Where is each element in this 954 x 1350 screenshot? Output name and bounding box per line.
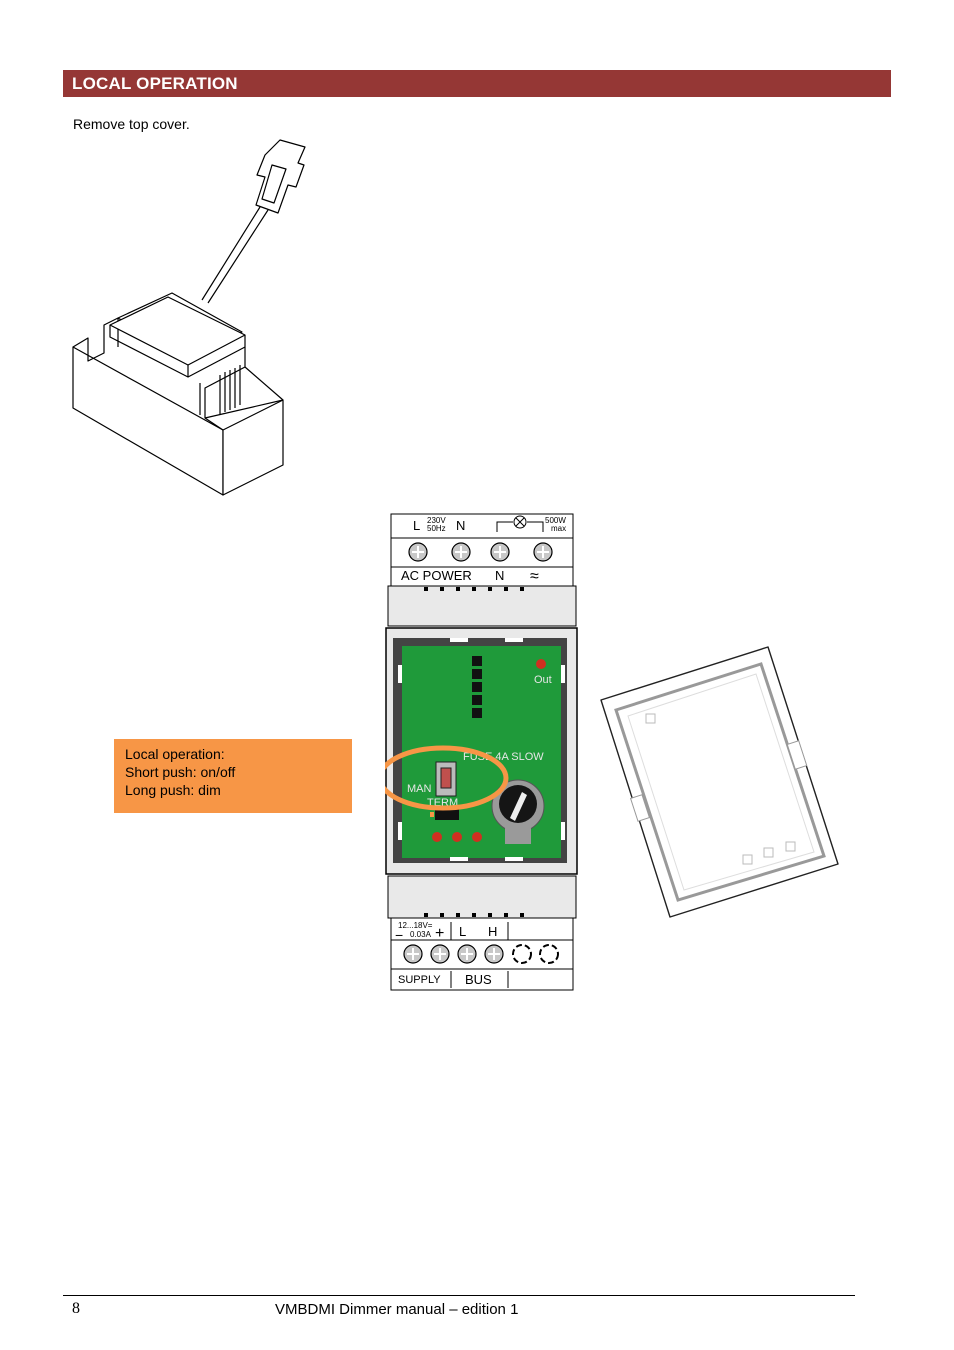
supply-plus: + bbox=[435, 925, 444, 942]
instruction-text: Remove top cover. bbox=[73, 116, 190, 132]
callout-line-1: Local operation: bbox=[125, 746, 225, 762]
dimmer-symbol: ≈ bbox=[530, 568, 539, 585]
removed-top-cover bbox=[600, 646, 839, 918]
ac-power-label: AC POWER bbox=[401, 568, 472, 583]
callout-line-2: Short push: on/off bbox=[125, 764, 236, 780]
fuse-holder bbox=[491, 779, 545, 844]
frequency-label: 50Hz bbox=[427, 524, 446, 533]
man-label: MAN bbox=[407, 783, 432, 795]
section-header-bar: LOCAL OPERATION bbox=[63, 70, 891, 97]
load-rating: 500W bbox=[545, 516, 566, 525]
local-operation-callout: Local operation: Short push: on/off Long… bbox=[114, 739, 352, 813]
bus-h-label: H bbox=[488, 924, 497, 939]
terminal-n-bottom: N bbox=[495, 568, 504, 583]
supply-label: SUPPLY bbox=[398, 974, 441, 986]
bus-label: BUS bbox=[465, 972, 492, 987]
supply-range: 12...18V= bbox=[398, 921, 433, 930]
supply-minus: − bbox=[395, 927, 403, 943]
terminal-l-top: L bbox=[413, 518, 420, 533]
document-title: VMBDMI Dimmer manual – edition 1 bbox=[275, 1301, 519, 1318]
footer-rule bbox=[63, 1295, 855, 1296]
out-led-label: Out bbox=[534, 674, 552, 686]
bus-l-label: L bbox=[459, 924, 466, 939]
local-push-button bbox=[440, 767, 452, 789]
term-jumper bbox=[435, 808, 459, 820]
section-title: LOCAL OPERATION bbox=[72, 74, 238, 93]
supply-current: 0.03A bbox=[410, 930, 432, 939]
out-led bbox=[536, 659, 546, 669]
remove-cover-illustration bbox=[72, 139, 306, 496]
dimmer-module: L 230V 50Hz N 500W max AC POWER N ≈ Out … bbox=[385, 513, 578, 991]
load-rating-suffix: max bbox=[551, 524, 566, 533]
lamp-icon bbox=[513, 515, 527, 529]
highlight-ring bbox=[385, 745, 509, 811]
voltage-label: 230V bbox=[427, 516, 446, 525]
page-number: 8 bbox=[72, 1300, 80, 1317]
terminal-n-top: N bbox=[456, 518, 465, 533]
terminal-screws-top bbox=[408, 542, 553, 562]
callout-line-3: Long push: dim bbox=[125, 782, 221, 798]
